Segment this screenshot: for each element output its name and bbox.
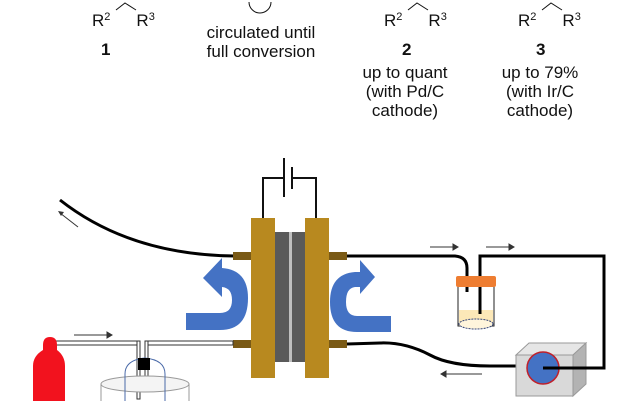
flow-arrow-right-icon [330,260,391,332]
electrochemical-flow-cell [251,218,329,378]
r3-label: R [562,11,575,30]
bond [115,2,137,11]
circulation-circle [248,1,272,14]
r2-label: R [518,11,531,30]
pump [514,341,604,398]
r3-sup: 3 [148,11,155,23]
bond [541,2,563,11]
process-note-line: circulated until [206,23,316,42]
bond [407,2,429,11]
tube-cell-to-vial [347,254,469,292]
r2-sup: 2 [396,11,403,23]
r2-label: R [384,11,397,30]
exhaust-tube [59,198,236,258]
r3-sup: 3 [440,11,447,23]
compound-2-label: 2 [402,40,412,59]
yield-line: cathode) [506,101,574,120]
r2-label: R [92,11,105,30]
anode-plate [251,218,275,378]
gas-cylinder [33,337,65,401]
power-source-icon [262,158,317,218]
flow-arrow-left-icon [186,258,248,330]
reservoir-vial [456,276,496,330]
exhaust-arrow-icon [58,211,79,228]
compound-3-yield: up to 79% (with Ir/C cathode) [485,63,595,120]
membrane [289,232,292,362]
structure-bonds [115,1,563,14]
gas-washing-bottle [100,357,190,401]
connector-bottom-left [233,340,253,348]
compound-1-label: 1 [101,40,111,59]
yield-line: (with Ir/C [506,82,574,101]
yield-line: cathode) [371,101,439,120]
connector-top-right [327,252,347,260]
process-note: circulated until full conversion [196,23,326,61]
r3-sup: 3 [574,11,581,23]
flow-arrow-icon [74,243,515,378]
r2-sup: 2 [530,11,537,23]
process-note-line: full conversion [206,42,316,61]
connector-top-left [233,252,253,260]
compound-2-yield: up to quant (with Pd/C cathode) [350,63,460,120]
bottle-stopper [138,358,150,370]
yield-line: up to 79% [501,63,579,82]
cathode-plate [305,218,329,378]
yield-line: (with Pd/C [365,82,445,101]
compound-3-label: 3 [536,40,546,59]
tube-pump-to-cell [346,341,535,368]
r3-label: R [136,11,149,30]
yield-line: up to quant [362,63,448,82]
r3-label: R [428,11,441,30]
connector-bottom-right [327,340,347,348]
r2-sup: 2 [104,11,111,23]
vial-cap [456,276,496,287]
